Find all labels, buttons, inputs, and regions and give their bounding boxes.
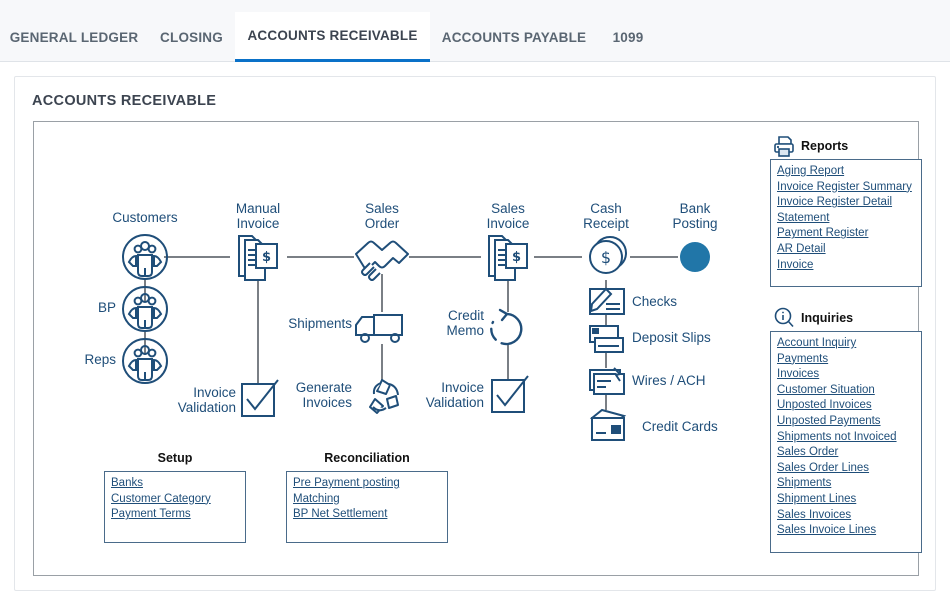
node-label-generate-invoices: Generate Invoices	[295, 380, 352, 410]
tab-general-ledger[interactable]: GENERAL LEDGER	[9, 29, 139, 45]
reconciliation-link-pre-payment-posting[interactable]: Pre Payment posting	[293, 477, 400, 489]
node-label-sales-invoice: Sales Invoice	[486, 201, 530, 231]
info-magnifier-icon	[774, 307, 794, 328]
coin-dollar-icon	[589, 236, 627, 274]
node-label-reps: Reps	[84, 352, 116, 367]
node-label-deposit-slips: Deposit Slips	[632, 330, 711, 345]
reconciliation-panel-title: Reconciliation	[324, 451, 410, 465]
inquiries-panel-header: Inquiries	[770, 305, 922, 331]
node-label-bank-posting: Bank Posting	[672, 201, 718, 231]
people-group-icon	[122, 234, 168, 280]
wire-transfer-icon	[589, 367, 625, 395]
inquiry-link-sales-order-lines[interactable]: Sales Order Lines	[777, 461, 870, 474]
reports-link-box: Aging Report Invoice Register Summary In…	[770, 159, 922, 287]
main-tab-bar: GENERAL LEDGER CLOSING ACCOUNTS RECEIVABLE…	[0, 0, 950, 62]
reconciliation-link-bp-net-settlement[interactable]: BP Net Settlement	[293, 508, 388, 521]
tab-accounts-receivable[interactable]: ACCOUNTS RECEIVABLE	[235, 12, 430, 62]
inquiry-link-sales-invoice-lines[interactable]: Sales Invoice Lines	[777, 524, 877, 537]
inquiries-panel-title: Inquiries	[801, 311, 854, 325]
people-group-icon	[122, 338, 168, 384]
node-label-customers: Customers	[112, 210, 178, 225]
checkbox-check-icon	[491, 375, 529, 413]
node-label-cash-receipt: Cash Receipt	[583, 201, 629, 231]
reports-panel-title: Reports	[801, 139, 849, 153]
node-label-manual-invoice: Manual Invoice	[235, 201, 281, 231]
node-label-checks: Checks	[632, 294, 678, 309]
circular-arrow-icon	[490, 308, 523, 346]
dollar-glyph: $	[512, 250, 521, 265]
people-group-icon	[122, 286, 168, 332]
dollar-glyph: $	[262, 250, 271, 265]
inquiry-link-account-inquiry[interactable]: Account Inquiry	[777, 337, 857, 349]
node-label-sales-order: Sales Order	[364, 201, 400, 231]
report-link-invoice[interactable]: Invoice	[777, 258, 814, 271]
inquiry-link-invoices[interactable]: Invoices	[777, 368, 820, 381]
setup-link-payment-terms[interactable]: Payment Terms	[111, 508, 191, 521]
reconciliation-panel: Reconciliation Pre Payment posting Match…	[286, 445, 448, 543]
setup-link-box: Banks Customer Category Payment Terms	[104, 471, 246, 543]
truck-icon	[355, 314, 403, 343]
setup-link-banks[interactable]: Banks	[111, 477, 143, 489]
handshake-icon	[355, 240, 409, 281]
inquiry-link-unposted-payments[interactable]: Unposted Payments	[777, 414, 881, 427]
report-link-payment-register[interactable]: Payment Register	[777, 227, 869, 240]
printer-icon	[774, 136, 794, 157]
tab-closing[interactable]: CLOSING	[160, 29, 223, 45]
recycle-icon	[369, 379, 399, 414]
tab-accounts-payable[interactable]: ACCOUNTS PAYABLE	[441, 29, 587, 45]
setup-panel: Setup Banks Customer Category Payment Te…	[104, 445, 246, 543]
node-label-invoice-validation-right: Invoice Validation	[425, 380, 484, 410]
reconciliation-panel-header: Reconciliation	[286, 445, 448, 471]
report-link-aging-report[interactable]: Aging Report	[777, 165, 845, 177]
page-title: ACCOUNTS RECEIVABLE	[32, 93, 217, 109]
inquiry-link-shipments[interactable]: Shipments	[777, 477, 832, 490]
setup-panel-header: Setup	[104, 445, 246, 471]
diagram-canvas: $	[122, 234, 710, 441]
report-link-ar-detail[interactable]: AR Detail	[777, 242, 826, 255]
inquiry-link-shipments-not-invoiced[interactable]: Shipments not Invoiced	[777, 430, 897, 443]
deposit-slip-icon	[589, 325, 624, 353]
setup-panel-title: Setup	[157, 451, 193, 465]
credit-card-icon	[589, 408, 627, 441]
reports-panel-header: Reports	[770, 133, 922, 159]
reconciliation-link-box: Pre Payment posting Matching BP Net Sett…	[286, 471, 448, 543]
connector-lines	[144, 256, 678, 410]
page-card: ACCOUNTS RECEIVABLE	[14, 76, 936, 591]
inquiries-link-box: Account Inquiry Payments Invoices Custom…	[770, 331, 922, 553]
report-link-invoice-register-detail[interactable]: Invoice Register Detail	[777, 196, 893, 209]
invoice-dollar-icon	[238, 235, 278, 281]
inquiry-link-sales-order[interactable]: Sales Order	[777, 446, 839, 459]
dollar-glyph: $	[601, 248, 611, 267]
inquiry-link-sales-invoices[interactable]: Sales Invoices	[777, 508, 852, 521]
node-label-wires-ach: Wires / ACH	[632, 373, 706, 388]
filled-circle-icon	[680, 242, 710, 272]
ar-process-diagram: $	[33, 121, 922, 576]
inquiry-link-unposted-invoices[interactable]: Unposted Invoices	[777, 399, 872, 412]
inquiry-link-payments[interactable]: Payments	[777, 352, 829, 365]
node-label-shipments: Shipments	[288, 316, 352, 331]
inquiries-panel: Inquiries Account Inquiry Payments Invoi…	[770, 305, 922, 553]
check-pen-icon	[589, 287, 625, 315]
node-label-credit-memo: Credit Memo	[446, 308, 484, 338]
report-link-invoice-register-summary[interactable]: Invoice Register Summary	[777, 180, 912, 193]
inquiry-link-shipment-lines[interactable]: Shipment Lines	[777, 492, 857, 505]
node-label-bp: BP	[97, 300, 116, 315]
tab-1099[interactable]: 1099	[612, 29, 644, 45]
checkbox-check-icon	[241, 379, 279, 417]
inquiry-link-customer-situation[interactable]: Customer Situation	[777, 383, 875, 396]
node-label-invoice-validation-left: Invoice Validation	[177, 385, 236, 415]
setup-link-customer-category[interactable]: Customer Category	[111, 492, 211, 505]
report-link-statement[interactable]: Statement	[777, 211, 830, 224]
invoice-dollar-icon	[488, 235, 528, 281]
node-label-credit-cards: Credit Cards	[642, 419, 718, 434]
reports-panel: Reports Aging Report Invoice Register Su…	[770, 133, 922, 287]
reconciliation-link-matching[interactable]: Matching	[293, 492, 340, 505]
